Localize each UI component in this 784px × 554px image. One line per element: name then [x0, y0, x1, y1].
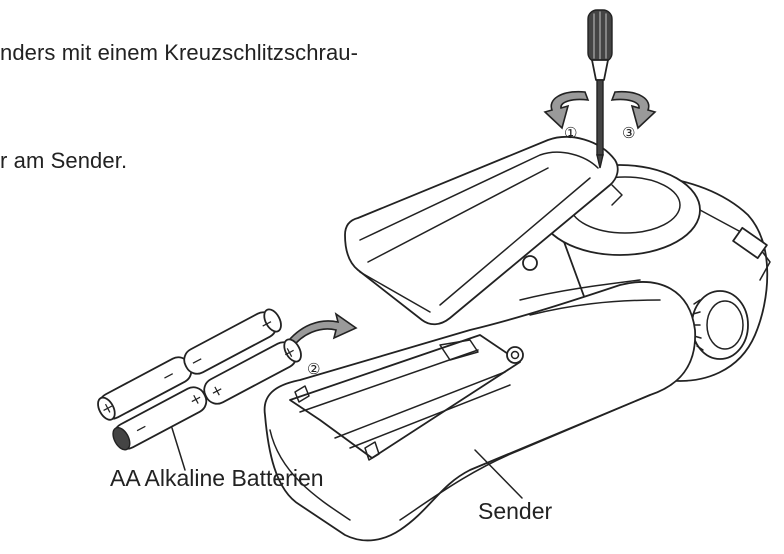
- step-1-marker: ①: [564, 124, 577, 142]
- insert-arrow-icon: [283, 312, 358, 349]
- instruction-text-line-1: nders mit einem Kreuzschlitzschrau-: [0, 40, 359, 65]
- aa-batteries: + − − − − + + +: [97, 308, 302, 471]
- battery: − +: [112, 386, 208, 451]
- batteries-label: AA Alkaline Batterien: [110, 465, 324, 491]
- step-2-marker: ②: [307, 360, 320, 378]
- battery: + −: [97, 356, 193, 421]
- instruction-text-line-2: r am Sender.: [0, 148, 128, 173]
- transmitter-label: Sender: [478, 498, 553, 524]
- rotate-arrow-icon: [543, 90, 657, 130]
- battery: − −: [183, 308, 282, 375]
- screwdriver-icon: [587, 9, 613, 169]
- battery: + +: [203, 338, 302, 405]
- step-3-marker: ③: [622, 124, 635, 142]
- transmitter-body: [263, 164, 771, 542]
- battery-cover[interactable]: [344, 136, 623, 326]
